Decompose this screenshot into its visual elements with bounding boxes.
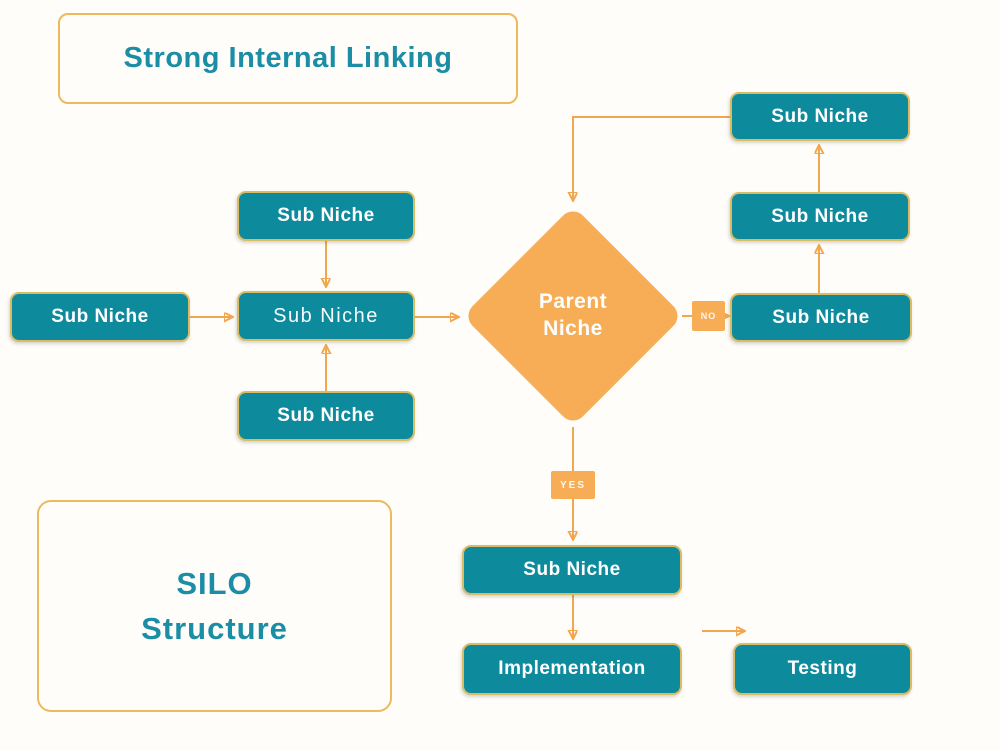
- node-implementation: Implementation: [462, 643, 682, 695]
- silo-label-line1: SILO: [176, 566, 253, 601]
- parent-niche-label: Parent Niche: [538, 290, 608, 340]
- silo-structure-box: SILO Structure: [37, 500, 392, 712]
- diagram-title-box: Strong Internal Linking: [58, 13, 518, 104]
- node-mid-center-sub-niche: Sub Niche: [237, 291, 415, 341]
- node-testing: Testing: [733, 643, 912, 695]
- node-left-sub-niche: Sub Niche: [10, 292, 190, 342]
- node-bottom-sub-niche: Sub Niche: [462, 545, 682, 595]
- no-edge-label: NO: [692, 301, 725, 331]
- yes-edge-label: YES: [551, 471, 595, 499]
- node-right-bottom-sub-niche: Sub Niche: [730, 293, 912, 342]
- edge-righttop-to-diamond: [573, 116, 730, 201]
- silo-label-line2: Structure: [141, 611, 288, 646]
- diagram-title: Strong Internal Linking: [123, 42, 453, 74]
- node-mid-bottom-sub-niche: Sub Niche: [237, 391, 415, 441]
- node-mid-top-sub-niche: Sub Niche: [237, 191, 415, 241]
- node-right-mid-sub-niche: Sub Niche: [730, 192, 910, 241]
- node-right-top-sub-niche: Sub Niche: [730, 92, 910, 141]
